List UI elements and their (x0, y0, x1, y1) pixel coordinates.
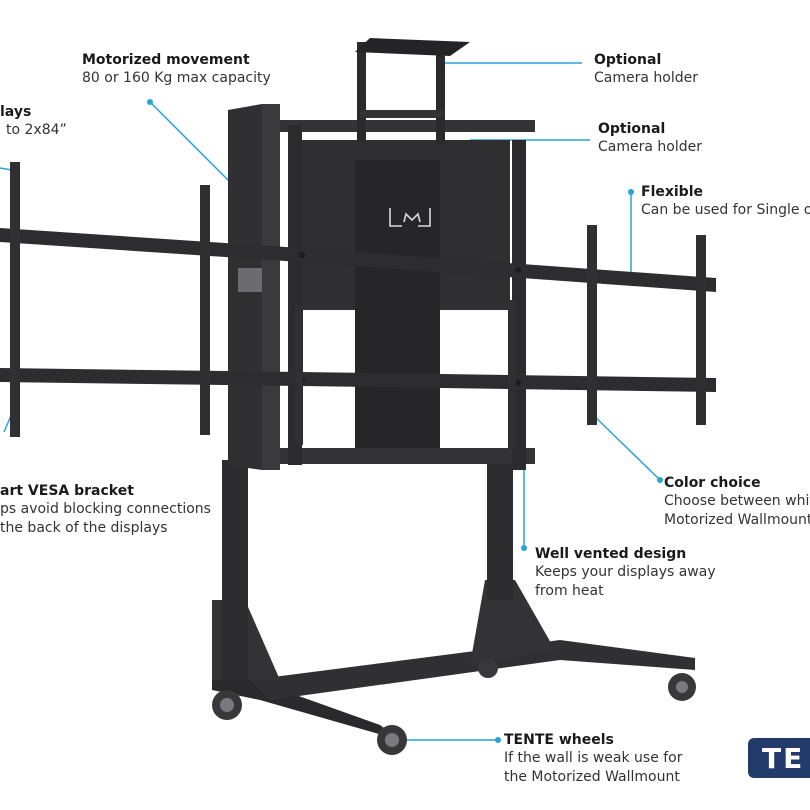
callout-desc: Can be used for Single or (641, 202, 810, 218)
camera-shelf (355, 38, 470, 56)
caster-wheels (212, 658, 696, 755)
callout-displays: lays to 2x84” (0, 103, 67, 140)
callout-title: Optional (594, 52, 662, 68)
motor-column (228, 104, 280, 470)
callout-title: Optional (598, 121, 666, 137)
tente-logo-badge: TE (748, 738, 810, 778)
camera-mast (355, 38, 470, 144)
callout-title: Flexible (641, 184, 704, 200)
callout-title: TENTE wheels (504, 732, 614, 748)
callout-desc: Camera holder (598, 139, 702, 155)
callout-flexible: Flexible Can be used for Single or (641, 183, 810, 220)
leader-color (589, 411, 661, 481)
callout-desc: Camera holder (594, 70, 698, 86)
callout-motorized: Motorized movement 80 or 160 Kg max capa… (82, 51, 271, 88)
callout-title: art VESA bracket (0, 483, 134, 499)
callout-title: Well vented design (535, 546, 687, 562)
callout-camera-top: Optional Camera holder (594, 51, 698, 88)
tente-logo-text: TE (762, 742, 805, 775)
product-logo (389, 208, 431, 227)
callout-desc: 80 or 160 Kg max capacity (82, 70, 271, 86)
callout-desc: to 2x84” (6, 122, 67, 138)
callout-desc: Keeps your displays away (535, 564, 716, 580)
callout-color: Color choice Choose between white Motori… (664, 474, 810, 530)
callout-title: Color choice (664, 475, 761, 491)
callout-desc: from heat (535, 583, 604, 599)
callout-vesa: art VESA bracket ps avoid blocking conne… (0, 482, 211, 538)
callout-title: Motorized movement (82, 52, 250, 68)
vesa-arms (10, 162, 706, 450)
callout-desc: Motorized Wallmount (664, 512, 810, 528)
callout-desc: the back of the displays (0, 520, 168, 536)
callout-desc: ps avoid blocking connections (0, 501, 211, 517)
mount-plate (280, 120, 535, 470)
stand-base (212, 460, 695, 740)
callout-camera-mid: Optional Camera holder (598, 120, 702, 157)
callout-vented: Well vented design Keeps your displays a… (535, 545, 716, 601)
callout-wheels: TENTE wheels If the wall is weak use for… (504, 731, 683, 787)
callout-desc: Choose between white (664, 493, 810, 509)
display-rails (0, 228, 716, 392)
callout-desc: the Motorized Wallmount (504, 769, 680, 785)
callout-desc: If the wall is weak use for (504, 750, 683, 766)
callout-title: lays (0, 104, 32, 120)
